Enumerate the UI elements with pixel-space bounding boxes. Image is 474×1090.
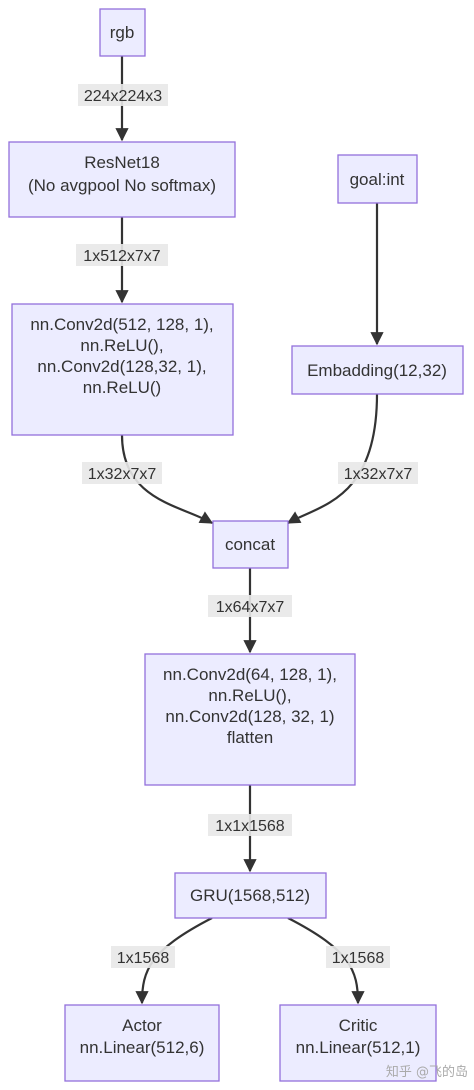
node-rgb: rgb bbox=[99, 8, 146, 57]
edge-label-text: 1x32x7x7 bbox=[88, 466, 157, 483]
edge-label-gru-critic: 1x1568 bbox=[326, 946, 390, 968]
node-goal-label: goal:int bbox=[350, 170, 405, 189]
node-embedding: Embadding(12,32) bbox=[291, 345, 464, 395]
edge-label-text: 224x224x3 bbox=[84, 88, 162, 105]
node-embedding-label: Embadding(12,32) bbox=[307, 361, 447, 380]
node-conv2-label-line: flatten bbox=[227, 728, 273, 747]
node-conv2-label-line: nn.Conv2d(128, 32, 1) bbox=[165, 707, 334, 726]
edge-label-conv2-gru: 1x1x1568 bbox=[208, 814, 292, 836]
node-conv1-label-line: nn.Conv2d(128,32, 1), bbox=[37, 357, 206, 376]
node-conv2-label-line: nn.ReLU(), bbox=[208, 686, 291, 705]
node-rgb-label: rgb bbox=[110, 23, 135, 42]
node-goal: goal:int bbox=[337, 154, 418, 204]
node-resnet-label-line: (No avgpool No softmax) bbox=[28, 176, 216, 195]
node-conv2-label-line: nn.Conv2d(64, 128, 1), bbox=[163, 665, 337, 684]
watermark-text: 知乎 @飞的岛 bbox=[386, 1064, 468, 1080]
node-actor: Actor nn.Linear(512,6) bbox=[64, 1004, 220, 1082]
edge-embed-concat bbox=[286, 393, 379, 524]
node-gru-label: GRU(1568,512) bbox=[190, 886, 310, 905]
edge-label-gru-actor: 1x1568 bbox=[111, 946, 175, 968]
node-concat-label: concat bbox=[225, 535, 275, 554]
edge-label-conv1-concat: 1x32x7x7 bbox=[82, 462, 162, 484]
edge-label-text: 1x64x7x7 bbox=[216, 599, 285, 616]
node-actor-label-line: nn.Linear(512,6) bbox=[80, 1038, 205, 1057]
node-concat: concat bbox=[212, 520, 289, 569]
node-conv1-label-line: nn.Conv2d(512, 128, 1), bbox=[30, 315, 213, 334]
node-critic-label-line: Critic bbox=[339, 1016, 378, 1035]
node-conv1: nn.Conv2d(512, 128, 1), nn.ReLU(), nn.Co… bbox=[11, 303, 234, 436]
edge-label-text: 1x512x7x7 bbox=[83, 248, 160, 265]
node-gru: GRU(1568,512) bbox=[174, 872, 327, 919]
node-conv1-label-line: nn.ReLU() bbox=[83, 378, 161, 397]
edge-conv1-concat bbox=[120, 434, 214, 524]
edge-label-text: 1x1568 bbox=[117, 950, 170, 967]
node-conv2: nn.Conv2d(64, 128, 1), nn.ReLU(), nn.Con… bbox=[144, 653, 356, 786]
node-resnet: ResNet18 (No avgpool No softmax) bbox=[8, 141, 236, 218]
edge-label-text: 1x1568 bbox=[332, 950, 385, 967]
node-critic-label-line: nn.Linear(512,1) bbox=[296, 1038, 421, 1057]
node-actor-label-line: Actor bbox=[122, 1016, 162, 1035]
edge-label-concat-conv2: 1x64x7x7 bbox=[208, 595, 292, 617]
edge-label-resnet-conv1: 1x512x7x7 bbox=[76, 244, 168, 266]
node-resnet-label-line: ResNet18 bbox=[84, 153, 160, 172]
edge-label-text: 1x32x7x7 bbox=[344, 466, 413, 483]
edge-label-text: 1x1x1568 bbox=[215, 818, 284, 835]
node-critic: Critic nn.Linear(512,1) bbox=[279, 1004, 437, 1082]
node-conv1-label-line: nn.ReLU(), bbox=[80, 336, 163, 355]
edge-label-embed-concat: 1x32x7x7 bbox=[338, 462, 418, 484]
edge-label-rgb-resnet: 224x224x3 bbox=[78, 84, 168, 106]
